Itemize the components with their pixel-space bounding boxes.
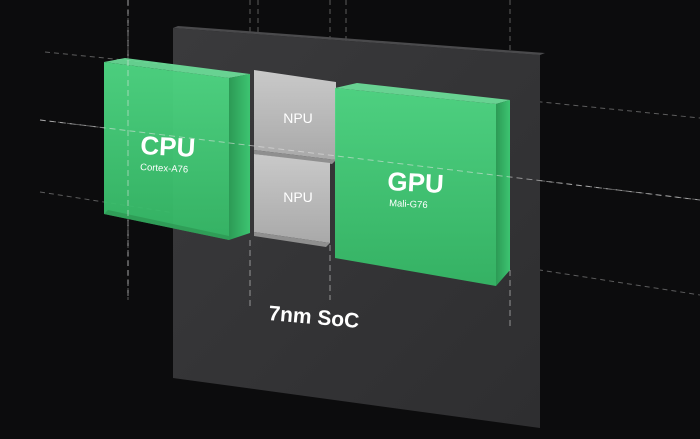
gpu-title: GPU	[387, 166, 445, 199]
gpu-block: GPU Mali-G76	[335, 83, 510, 286]
npu-top-label: NPU	[283, 110, 313, 126]
npu-block-bottom: NPU	[254, 154, 330, 247]
guide-lines-front	[39, 0, 700, 330]
npu-bottom-label: NPU	[283, 189, 313, 205]
cpu-title: CPU	[140, 130, 196, 163]
cpu-subtitle: Cortex-A76	[140, 162, 189, 176]
gpu-subtitle: Mali-G76	[389, 198, 428, 211]
cpu-block: CPU Cortex-A76	[104, 58, 250, 240]
npu-block-top: NPU	[254, 70, 336, 164]
soc-die-edge	[173, 26, 545, 55]
